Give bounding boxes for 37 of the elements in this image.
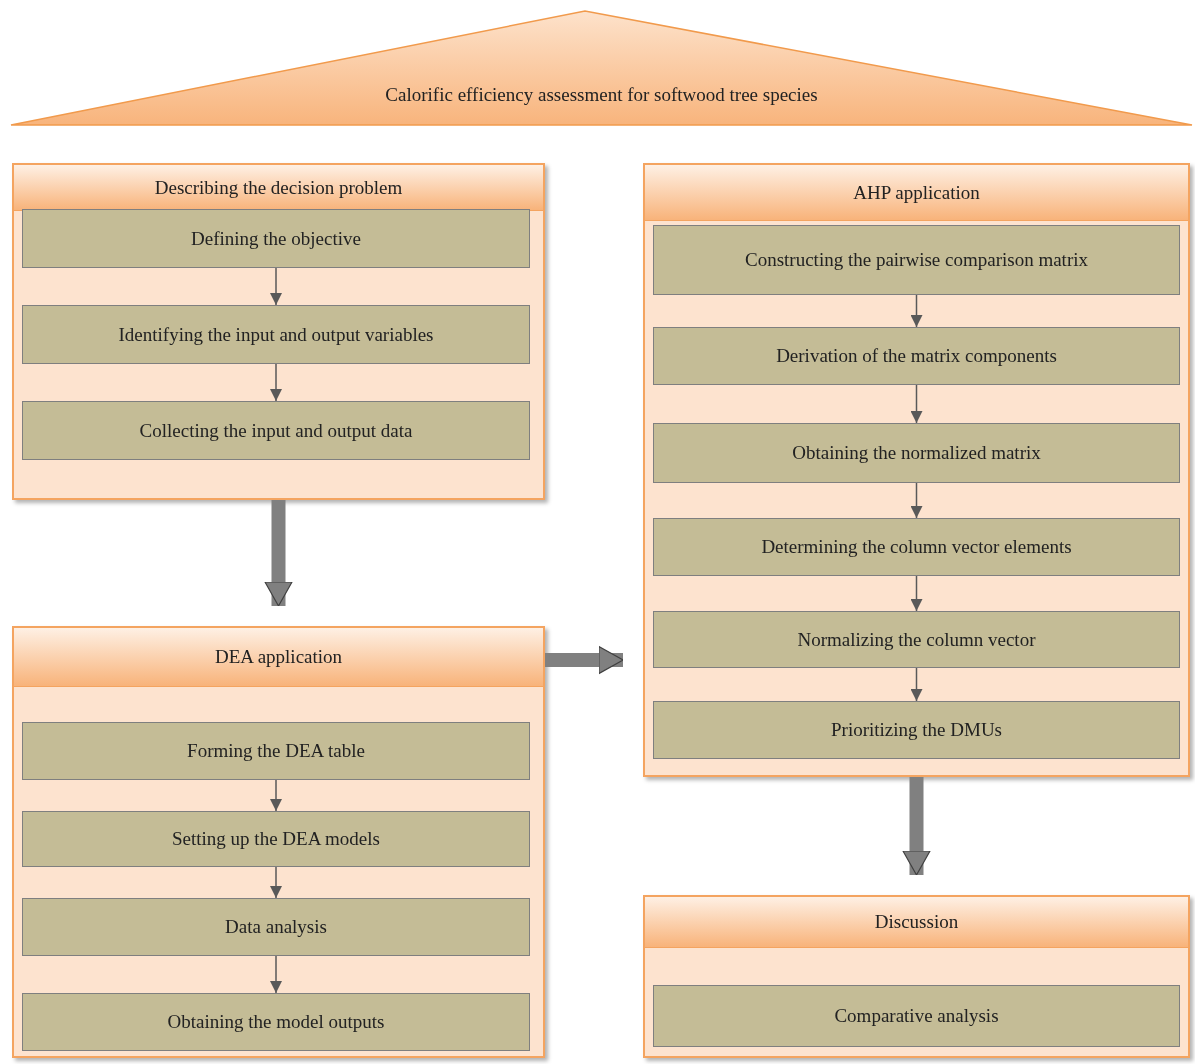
panel-header: AHP application: [645, 165, 1188, 221]
process-panel: [643, 895, 1190, 1058]
panel-header: Discussion: [645, 897, 1188, 948]
arrow: [910, 667, 923, 702]
process-box: Obtaining the model outputs: [22, 993, 530, 1051]
process-box: Identifying the input and output variables: [22, 305, 530, 364]
block-arrow: [545, 648, 624, 672]
arrow: [910, 294, 923, 328]
panel-header: DEA application: [14, 628, 543, 687]
process-box: Collecting the input and output data: [22, 401, 530, 460]
process-box: Comparative analysis: [653, 985, 1180, 1047]
process-box: Constructing the pairwise comparison matrix: [653, 225, 1180, 295]
block-arrow: [267, 500, 290, 607]
process-box: Defining the objective: [22, 209, 530, 268]
process-box: Prioritizing the DMUs: [653, 701, 1180, 759]
arrow: [270, 267, 282, 306]
panel-header: Describing the decision problem: [14, 165, 543, 211]
arrow: [270, 779, 282, 812]
block-arrow: [905, 777, 928, 876]
process-box: Data analysis: [22, 898, 530, 956]
arrow: [910, 575, 923, 612]
arrow: [910, 482, 923, 519]
process-box: Setting up the DEA models: [22, 811, 530, 867]
roof-shape: [10, 10, 1193, 127]
process-box: Obtaining the normalized matrix: [653, 423, 1180, 483]
arrow: [270, 363, 282, 402]
process-box: Forming the DEA table: [22, 722, 530, 780]
title-text: Calorific efficiency assessment for softwood tree species: [384, 84, 819, 106]
process-panel: [643, 163, 1190, 777]
arrow: [270, 955, 282, 994]
process-panel: [12, 626, 545, 1058]
process-box: Derivation of the matrix components: [653, 327, 1180, 385]
process-box: Determining the column vector elements: [653, 518, 1180, 576]
arrow: [910, 384, 923, 424]
process-panel: [12, 163, 545, 500]
arrow: [270, 866, 282, 899]
process-box: Normalizing the column vector: [653, 611, 1180, 668]
